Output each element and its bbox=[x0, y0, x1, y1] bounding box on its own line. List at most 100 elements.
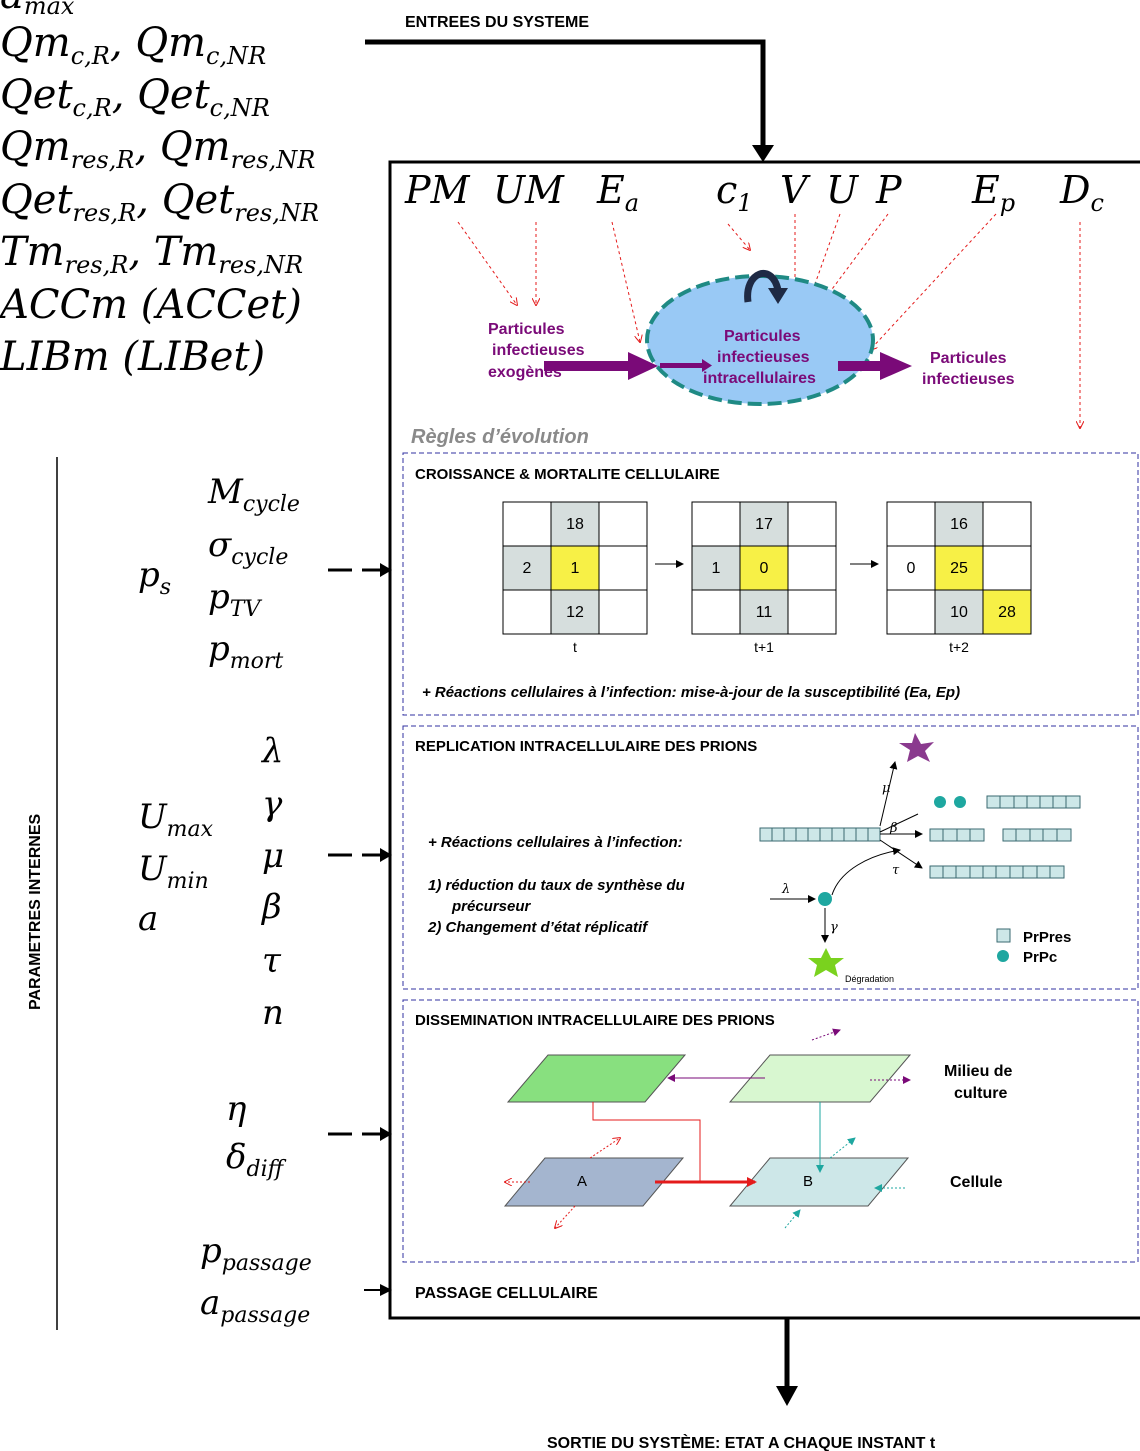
svg-text:μ: μ bbox=[882, 781, 890, 796]
out-label-1: Particules bbox=[930, 350, 1007, 367]
green-star-icon bbox=[808, 948, 844, 977]
input-list: amax Qmc,R, Qmc,NR Qetc,R, Qetc,NR Qmres… bbox=[0, 0, 319, 380]
input-lib: LIBm (LIBet) bbox=[0, 334, 265, 380]
replication-item1b: précurseur bbox=[451, 898, 532, 915]
svg-text:25: 25 bbox=[950, 560, 968, 577]
svg-text:0: 0 bbox=[907, 560, 916, 577]
inputs-arrowhead bbox=[752, 145, 774, 162]
growth-note: + Réactions cellulaires à l’infection: m… bbox=[422, 684, 960, 701]
replication-title: REPLICATION INTRACELLULAIRE DES PRIONS bbox=[415, 738, 757, 755]
svg-text:Umin: Umin bbox=[138, 849, 209, 894]
svg-text:B: B bbox=[803, 1173, 813, 1190]
replication-params: Umax Umin a λ γ μ β τ n bbox=[138, 731, 284, 1033]
svg-text:0: 0 bbox=[760, 560, 769, 577]
svg-text:16: 16 bbox=[950, 516, 968, 533]
svg-text:12: 12 bbox=[566, 604, 584, 621]
svg-text:t+1: t+1 bbox=[754, 639, 774, 655]
replication-note: + Réactions cellulaires à l’infection: bbox=[428, 834, 683, 851]
svg-text:δdiff: δdiff bbox=[226, 1137, 287, 1182]
svg-text:pmort: pmort bbox=[208, 629, 283, 674]
out-label-2: infectieuses bbox=[922, 371, 1015, 388]
svg-text:a: a bbox=[138, 899, 158, 939]
dissemination-schematic: A B bbox=[505, 1030, 910, 1228]
svg-text:η: η bbox=[226, 1089, 247, 1129]
intra-label-1: Particules bbox=[724, 328, 801, 345]
milieu-label-1: Milieu de bbox=[944, 1063, 1013, 1080]
svg-text:λ: λ bbox=[781, 882, 790, 897]
svg-text:18: 18 bbox=[566, 516, 584, 533]
param-pm: PM bbox=[404, 168, 471, 212]
flow-labels: Particules infectieuses exogènes Particu… bbox=[488, 321, 1015, 388]
milieu-label-2: culture bbox=[954, 1085, 1007, 1102]
param-ep: Ep bbox=[971, 168, 1015, 217]
svg-text:γ: γ bbox=[262, 784, 283, 824]
svg-text:μ: μ bbox=[262, 836, 284, 876]
internal-label: PARAMETRES INTERNES bbox=[27, 814, 44, 1010]
legend-prpc: PrPc bbox=[1023, 949, 1057, 966]
input-qm-c: Qmc,R, Qmc,NR bbox=[0, 20, 266, 70]
replication-schematic: μ β τ λ γ Dégradation PrP bbox=[760, 733, 1080, 984]
passage-params: ppassage apassage bbox=[200, 1231, 312, 1328]
input-tm-res: Tmres,R, Tmres,NR bbox=[0, 229, 303, 279]
param-u: U bbox=[826, 168, 860, 212]
svg-text:17: 17 bbox=[755, 516, 773, 533]
svg-text:Umax: Umax bbox=[138, 797, 214, 842]
svg-text:t+2: t+2 bbox=[949, 639, 969, 655]
replication-item1: 1) réduction du taux de synthèse du bbox=[428, 877, 685, 894]
param-c1: c1 bbox=[716, 168, 753, 217]
svg-text:10: 10 bbox=[950, 604, 968, 621]
exo-label-3: exogènes bbox=[488, 364, 562, 381]
svg-text:pTV: pTV bbox=[208, 577, 262, 622]
input-qet-res: Qetres,R, Qetres,NR bbox=[0, 177, 319, 227]
degradation-label: Dégradation bbox=[845, 974, 894, 984]
input-qet-c: Qetc,R, Qetc,NR bbox=[0, 72, 270, 122]
legend-prres: PrPres bbox=[1023, 929, 1071, 946]
svg-text:σcycle: σcycle bbox=[208, 525, 288, 570]
input-amax: amax bbox=[0, 0, 75, 20]
svg-text:apassage: apassage bbox=[200, 1283, 310, 1328]
svg-text:28: 28 bbox=[998, 604, 1016, 621]
svg-text:β: β bbox=[889, 821, 898, 836]
svg-text:11: 11 bbox=[756, 604, 773, 621]
dissemination-title: DISSEMINATION INTRACELLULAIRE DES PRIONS bbox=[415, 1012, 775, 1029]
param-ea: Ea bbox=[596, 168, 639, 217]
growth-title: CROISSANCE & MORTALITE CELLULAIRE bbox=[415, 466, 720, 483]
regles-label: Règles d’évolution bbox=[411, 426, 589, 448]
svg-text:λ: λ bbox=[260, 731, 284, 771]
passage-title: PASSAGE CELLULAIRE bbox=[415, 1285, 598, 1302]
svg-text:ppassage: ppassage bbox=[200, 1231, 312, 1276]
intra-label-3: intracellulaires bbox=[703, 370, 816, 387]
svg-text:γ: γ bbox=[830, 920, 838, 935]
replication-item2: 2) Changement d’état réplicatif bbox=[427, 919, 649, 936]
svg-text:A: A bbox=[577, 1173, 587, 1190]
output-label: SORTIE DU SYSTÈME: ETAT A CHAQUE INSTANT… bbox=[547, 1433, 936, 1451]
purple-star-icon bbox=[899, 733, 934, 762]
input-acc: ACCm (ACCet) bbox=[0, 282, 302, 328]
growth-params: ps Mcycle σcycle pTV pmort bbox=[138, 472, 300, 674]
svg-text:t: t bbox=[573, 639, 577, 655]
svg-text:τ: τ bbox=[262, 941, 282, 981]
intra-label-2: infectieuses bbox=[717, 349, 810, 366]
exo-label-1: Particules bbox=[488, 321, 565, 338]
param-um: UM bbox=[493, 168, 565, 212]
top-parameters: PM UM Ea c1 V U P Ep Dc bbox=[404, 168, 1104, 217]
svg-text:ps: ps bbox=[138, 555, 171, 600]
svg-text:1: 1 bbox=[712, 560, 721, 577]
section-dissemination bbox=[403, 1000, 1138, 1262]
dissemination-params: η δdiff bbox=[226, 1089, 287, 1182]
param-dc: Dc bbox=[1059, 168, 1104, 217]
output-arrowhead bbox=[776, 1386, 798, 1406]
input-qm-res: Qmres,R, Qmres,NR bbox=[0, 124, 315, 174]
param-p: P bbox=[875, 168, 903, 212]
svg-text:τ: τ bbox=[892, 863, 900, 878]
inputs-arrow bbox=[365, 42, 763, 150]
svg-text:2: 2 bbox=[523, 560, 532, 577]
svg-text:1: 1 bbox=[571, 560, 580, 577]
svg-text:n: n bbox=[262, 993, 284, 1033]
svg-text:β: β bbox=[260, 887, 282, 927]
exo-label-2: infectieuses bbox=[492, 342, 585, 359]
param-v: V bbox=[780, 168, 811, 212]
inputs-header: ENTREES DU SYSTEME bbox=[405, 14, 589, 31]
svg-text:Mcycle: Mcycle bbox=[207, 472, 300, 517]
